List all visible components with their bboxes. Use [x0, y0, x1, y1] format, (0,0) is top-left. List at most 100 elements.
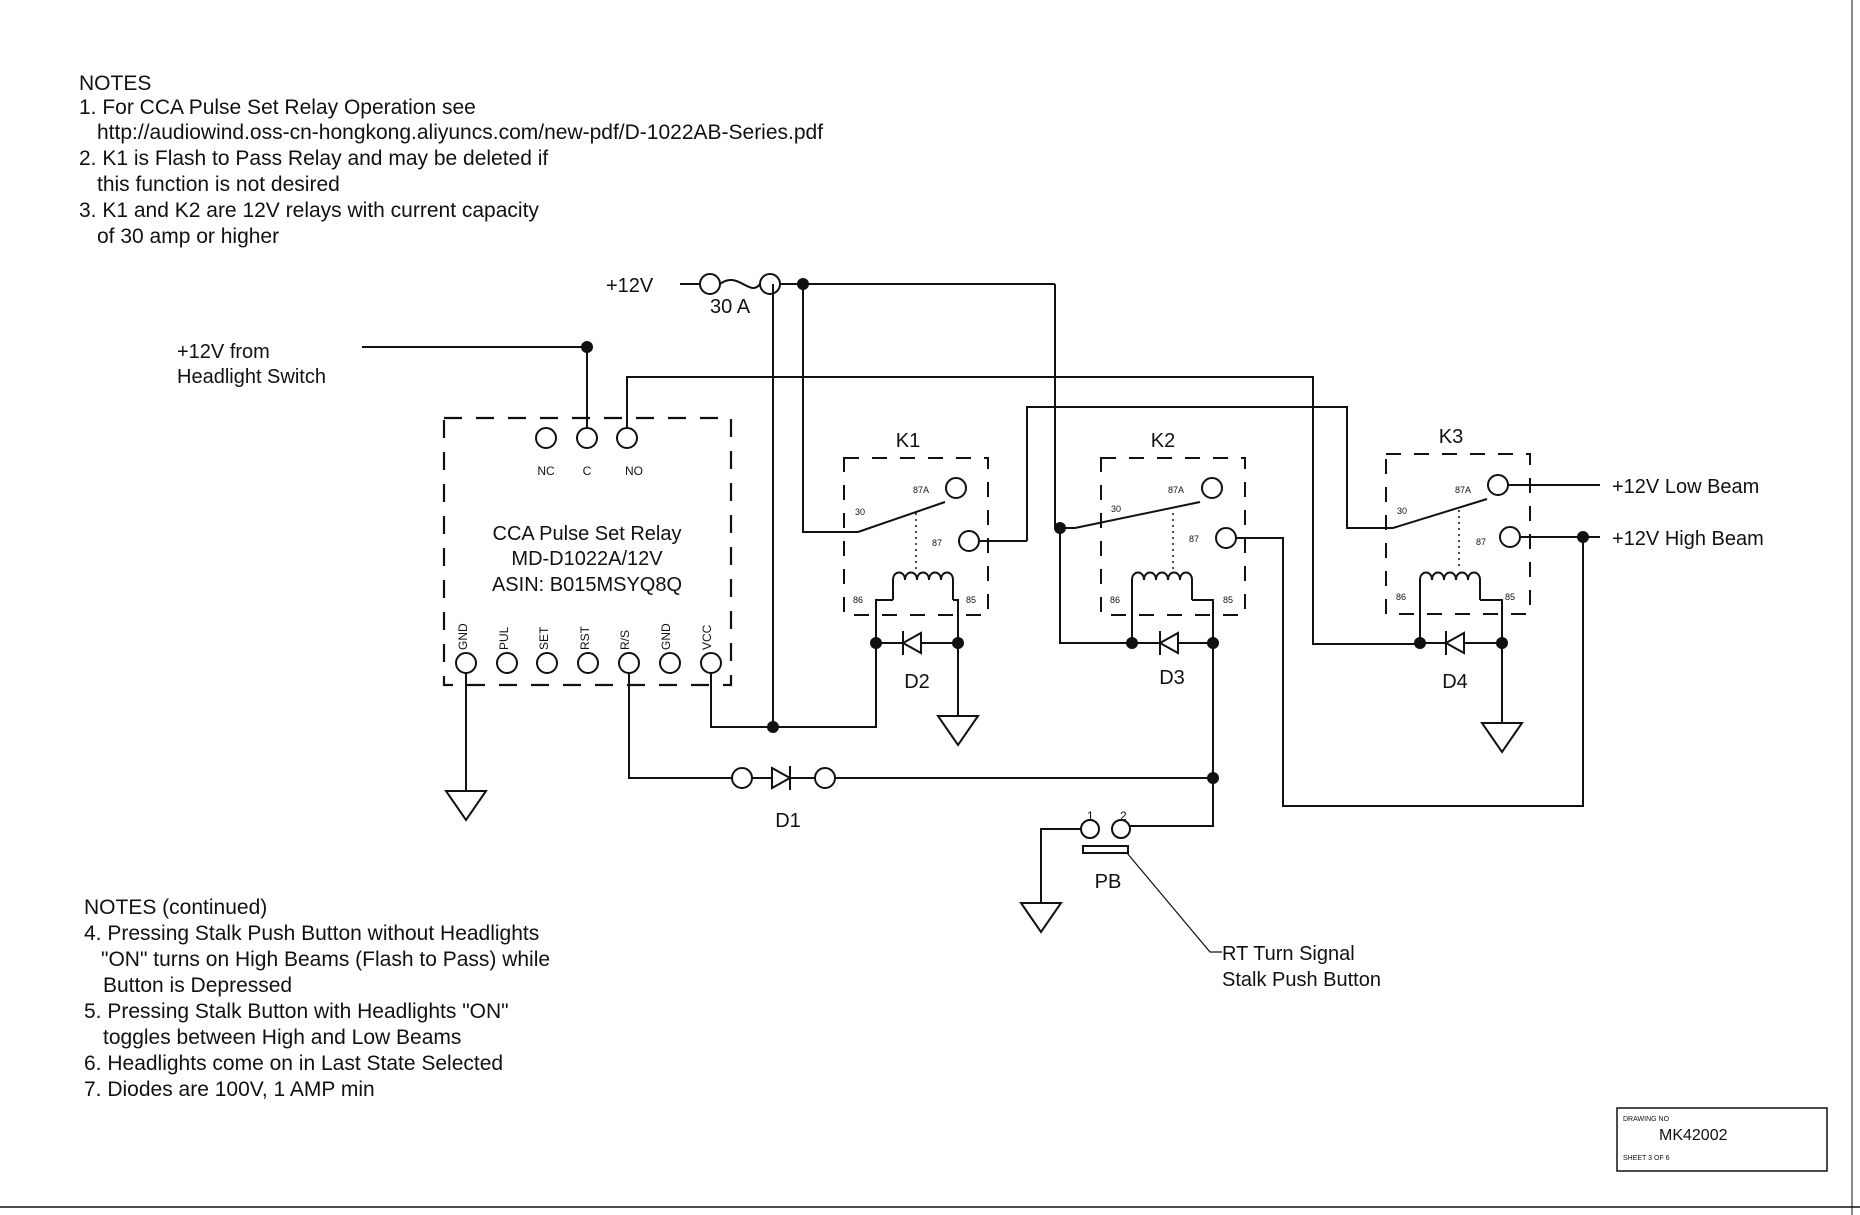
- k2-outline: [1100, 457, 1246, 616]
- switch-label-line-1: +12V from: [177, 341, 270, 363]
- k3-pin-85-label: 85: [1505, 592, 1515, 602]
- note-1-line-2: http://audiowind.oss-cn-hongkong.aliyunc…: [97, 121, 823, 144]
- k1-pin-87-label: 87: [932, 538, 942, 548]
- pin-label-vcc: VCC: [700, 624, 714, 650]
- pin-label-rst: RST: [578, 625, 592, 650]
- relay-k1: K1 87A 30 87 86 85: [843, 406, 1393, 643]
- note-2-line-1: 2. K1 is Flash to Pass Relay and may be …: [79, 147, 548, 170]
- pin-label-pul: PUL: [497, 626, 511, 650]
- pulse-relay-model: MD-D1022A/12V: [511, 548, 663, 570]
- d4-symbol: [1443, 631, 1465, 655]
- wire-supply-to-k1-30: [802, 284, 858, 533]
- pulse-relay-pin-no: [616, 427, 638, 449]
- pin-label-no: NO: [625, 464, 643, 478]
- diode-d4: D4: [1414, 600, 1524, 754]
- sheet-number: SHEET 3 OF 6: [1623, 1155, 1670, 1162]
- pulse-relay-pin-rst: [577, 652, 599, 674]
- note-5-line-2: toggles between High and Low Beams: [103, 1026, 461, 1049]
- pin-label-c: C: [583, 464, 592, 478]
- d3-symbol: [1157, 631, 1179, 655]
- note-7: 7. Diodes are 100V, 1 AMP min: [84, 1078, 375, 1101]
- k2-coil: [1131, 571, 1193, 600]
- pulse-relay-pin-set: [536, 652, 558, 674]
- diode-d1: D1: [731, 766, 1219, 832]
- d1-symbol: [771, 766, 793, 790]
- relay-k2: K2 87A 30 87 86 85: [1074, 430, 1584, 807]
- pb-callout-leader: [1126, 852, 1222, 953]
- wire-no-to-k3: [626, 376, 1420, 645]
- pin-label-rs: R/S: [618, 630, 632, 650]
- k1-pin-87a: [945, 477, 967, 499]
- k3-pin-87-label: 87: [1476, 537, 1486, 547]
- note-5-line-1: 5. Pressing Stalk Button with Headlights…: [84, 1000, 509, 1023]
- pin-label-gnd-2: GND: [659, 623, 673, 650]
- k3-outline: [1385, 453, 1531, 615]
- k3-contact-arm: [1392, 498, 1488, 529]
- pulse-relay-pin-vcc: [700, 652, 722, 674]
- junction-dot: [1577, 531, 1589, 543]
- notes-continued-heading: NOTES (continued): [84, 896, 267, 919]
- k2-label: K2: [1151, 430, 1175, 452]
- pulse-relay-pin-pul: [496, 652, 518, 674]
- note-6: 6. Headlights come on in Last State Sele…: [84, 1052, 503, 1075]
- d3-label: D3: [1159, 667, 1185, 689]
- relay-k3: K3 87A +12V Low Beam 30 87 +12V High Bea…: [1385, 426, 1764, 643]
- pulse-set-relay: NC C NO CCA Pulse Set Relay MD-D1022A/12…: [442, 284, 877, 822]
- d1-terminal-left: [731, 767, 753, 789]
- ground-symbol: [444, 790, 488, 822]
- k3-pin-30-label: 30: [1397, 506, 1407, 516]
- wire-k2-87-to-high-beam: [1236, 537, 1584, 807]
- low-beam-label: +12V Low Beam: [1612, 476, 1759, 498]
- notes-continued-block: NOTES (continued) 4. Pressing Stalk Push…: [84, 896, 550, 1101]
- k2-pin-30-label: 30: [1111, 504, 1121, 514]
- d2-symbol: [900, 631, 922, 655]
- pulse-relay-pin-nc: [535, 427, 557, 449]
- d1-terminal-right: [814, 767, 836, 789]
- pb-callout-line-2: Stalk Push Button: [1222, 969, 1381, 991]
- notes-heading: NOTES: [79, 72, 151, 95]
- note-2-line-2: this function is not desired: [97, 173, 340, 196]
- note-3-line-2: of 30 amp or higher: [97, 225, 279, 248]
- pb-pin-1: [1080, 819, 1100, 839]
- k2-pin-85-label: 85: [1223, 595, 1233, 605]
- d1-label: D1: [775, 810, 801, 832]
- pb-pin-2-label: 2: [1120, 809, 1127, 823]
- k1-outline: [843, 457, 989, 616]
- pulse-relay-pin-gnd-2: [659, 652, 681, 674]
- pin-label-set: SET: [537, 626, 551, 650]
- pulse-relay-pin-rs: [618, 652, 640, 674]
- d4-label: D4: [1442, 671, 1468, 693]
- pulse-relay-title: CCA Pulse Set Relay: [493, 523, 682, 545]
- notes-block: NOTES 1. For CCA Pulse Set Relay Operati…: [79, 72, 823, 248]
- k2-pin-87: [1215, 527, 1237, 549]
- stalk-push-button: 1 2 PB RT Turn Signal Stalk Push Button: [1019, 778, 1381, 991]
- title-block: DRAWING NO MK42002 SHEET 3 OF 6: [1616, 1107, 1828, 1172]
- fuse-symbol: [719, 278, 761, 290]
- k1-coil: [892, 571, 954, 600]
- k3-label: K3: [1439, 426, 1463, 448]
- k3-pin-87: [1499, 526, 1521, 548]
- pb-pin-1-label: 1: [1087, 809, 1094, 823]
- note-3-line-1: 3. K1 and K2 are 12V relays with current…: [79, 199, 539, 222]
- k2-pin-86-label: 86: [1110, 595, 1120, 605]
- pulse-relay-pin-gnd-1: [455, 652, 477, 674]
- title-block-frame: [1616, 1107, 1828, 1172]
- k3-pin-87a-label: 87A: [1455, 485, 1471, 495]
- supply-and-fuse: +12V 30 A: [606, 273, 1075, 534]
- switch-label-line-2: Headlight Switch: [177, 366, 326, 388]
- diode-d2: D2: [870, 631, 980, 747]
- k1-pin-87: [958, 530, 980, 552]
- k2-pin-87a: [1201, 477, 1223, 499]
- pulse-relay-pin-c: [576, 427, 598, 449]
- pb-callout-line-1: RT Turn Signal: [1222, 943, 1355, 965]
- note-4-line-3: Button is Depressed: [103, 974, 292, 997]
- pb-actuator: [1082, 845, 1129, 854]
- note-1-line-1: 1. For CCA Pulse Set Relay Operation see: [79, 96, 476, 119]
- k1-pin-87a-label: 87A: [913, 485, 929, 495]
- pb-pin-2: [1111, 819, 1131, 839]
- k2-pin-87-label: 87: [1189, 534, 1199, 544]
- pulse-relay-asin: ASIN: B015MSYQ8Q: [492, 574, 682, 596]
- k1-contact-arm: [857, 501, 946, 533]
- k1-pin-30-label: 30: [855, 507, 865, 517]
- note-4-line-2: "ON" turns on High Beams (Flash to Pass)…: [101, 948, 550, 971]
